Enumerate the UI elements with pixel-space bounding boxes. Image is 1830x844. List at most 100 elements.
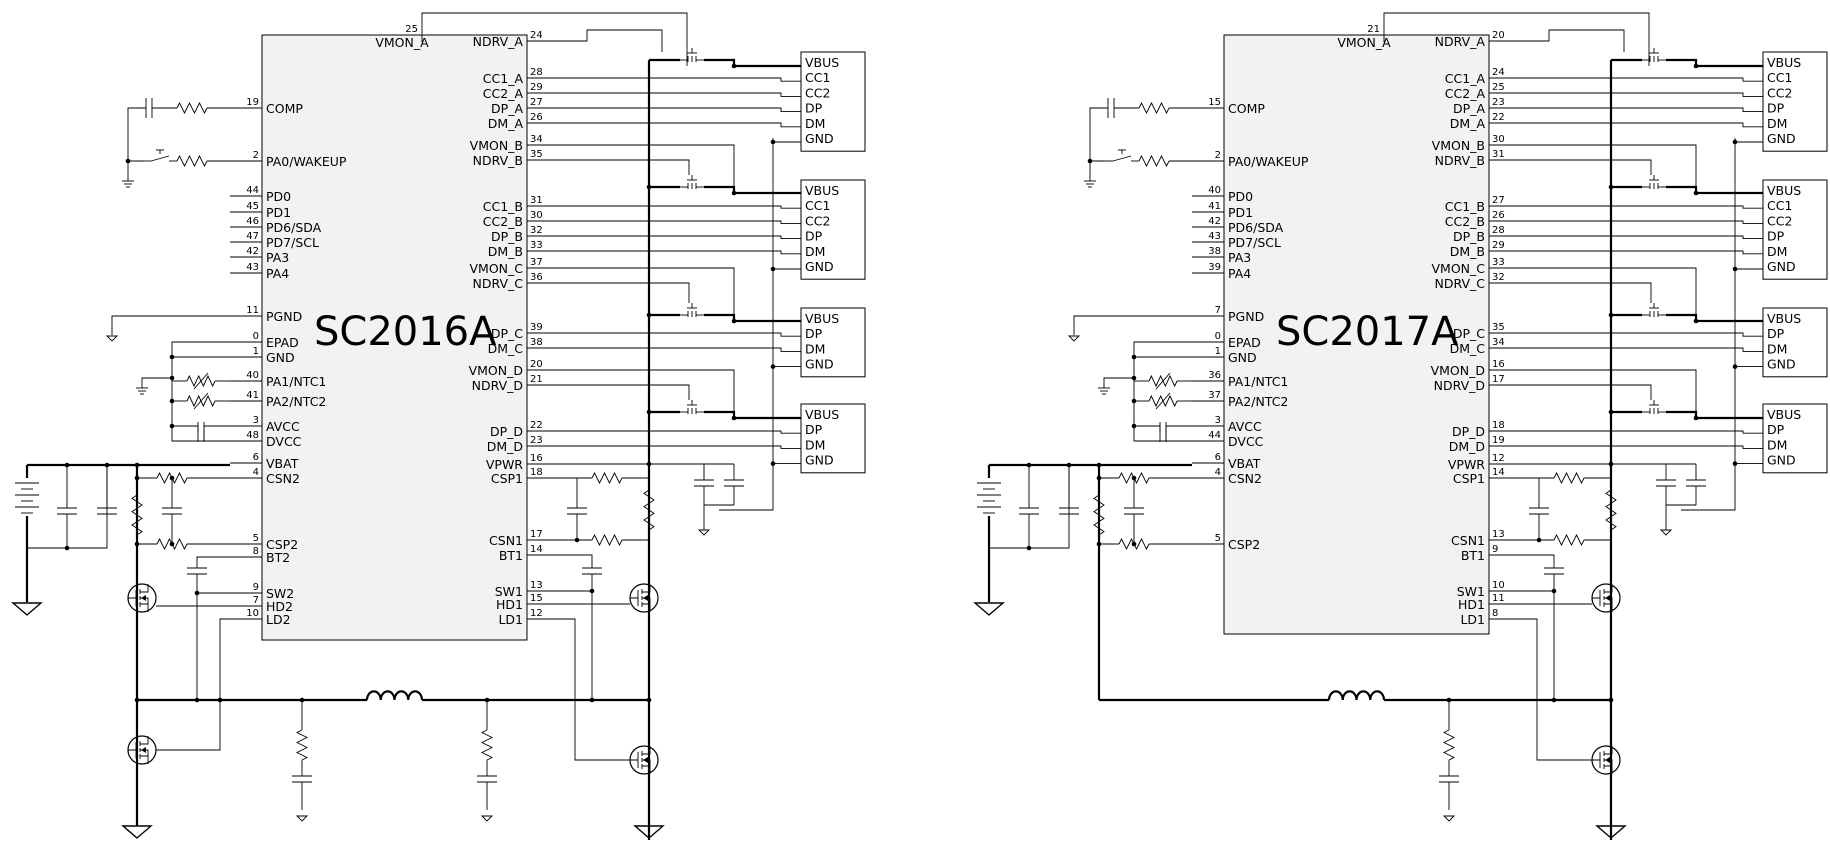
resistor-icon — [1605, 489, 1617, 531]
mosfet-drain — [642, 746, 651, 755]
junction-dot — [169, 354, 175, 360]
signal-net — [1521, 77, 1763, 82]
mosfet-gate — [128, 590, 137, 606]
junction-dot — [1131, 541, 1137, 547]
pin-label: CC1_A — [483, 71, 524, 86]
pin-label: EPAD — [266, 335, 299, 350]
pin-label: DM_C — [1450, 341, 1486, 356]
connector-pin-label: DP — [1767, 422, 1785, 437]
capacitor-icon — [1059, 507, 1079, 515]
connector-pin-label: DP — [805, 326, 823, 341]
pushbutton-icon — [143, 149, 177, 162]
pin-number: 15 — [1208, 97, 1221, 108]
mosfet-icon — [1591, 583, 1621, 613]
pin-label: VMON_D — [1431, 363, 1485, 378]
pin-number: 9 — [1492, 544, 1498, 555]
connector-box — [800, 51, 866, 152]
pin-number: 5 — [253, 533, 259, 544]
junction-dot — [134, 541, 140, 547]
vbus-net — [1666, 313, 1763, 323]
connector-pin-label: CC1 — [805, 198, 830, 213]
connector-box — [800, 403, 866, 474]
mosfet-drain — [642, 584, 651, 593]
pin-number: 20 — [530, 359, 543, 370]
pin-number: 12 — [1492, 453, 1505, 464]
pin-number: 39 — [1208, 262, 1221, 273]
pin-label: AVCC — [1228, 419, 1262, 434]
mosfet-icon — [127, 735, 157, 765]
vbus-net — [1666, 185, 1763, 195]
pgnd-net — [1073, 315, 1192, 335]
gnd-net — [1103, 377, 1134, 382]
ground-icon — [1595, 825, 1627, 839]
pin-number: 44 — [246, 185, 259, 196]
pin-number: 14 — [530, 544, 543, 555]
pin-label: EPAD — [1228, 335, 1261, 350]
junction-dot — [1536, 537, 1542, 543]
signal-net — [559, 347, 801, 352]
pin-number: 40 — [1208, 185, 1221, 196]
junction-dot — [1608, 409, 1614, 415]
pin-number: 19 — [1492, 435, 1505, 446]
junction-dot — [646, 409, 652, 415]
load-switch-icon — [1642, 303, 1666, 317]
pin-label: VPWR — [1448, 457, 1485, 472]
mosfet-drain — [140, 584, 149, 593]
connector-pin-label: GND — [805, 259, 834, 274]
pin-label: NDRV_A — [473, 34, 524, 49]
capacitor-icon — [1544, 567, 1564, 575]
pin-label: VPWR — [486, 457, 523, 472]
pin-number: 37 — [530, 257, 543, 268]
ndrv-net — [1521, 384, 1652, 400]
ld2-gate-net — [156, 700, 221, 751]
pin-label: DM_A — [1450, 116, 1486, 131]
pin-label: VMON_B — [1432, 138, 1485, 153]
pin-label: NDRV_A — [1435, 34, 1486, 49]
pin-number: 23 — [1492, 97, 1505, 108]
connector-pin-label: VBUS — [805, 311, 839, 326]
junction-dot — [1131, 354, 1137, 360]
ntc-arrow — [1155, 372, 1171, 390]
connector-pin-label: CC2 — [1767, 213, 1792, 228]
pin-label: PD0 — [1228, 189, 1253, 204]
junction-dot — [169, 423, 175, 429]
pin-number: 29 — [1492, 240, 1505, 251]
connector-pin-label: VBUS — [1767, 407, 1801, 422]
pin-number: 2 — [253, 150, 259, 161]
pin-label: CSP1 — [491, 471, 523, 486]
pin-number: 39 — [530, 322, 543, 333]
ground-icon — [633, 825, 665, 839]
junction-dot — [1551, 588, 1557, 594]
mosfet-gate — [630, 752, 639, 768]
connector-box — [1762, 179, 1828, 280]
pin-label: DP_A — [491, 101, 523, 116]
pin-label: DM_B — [1450, 244, 1485, 259]
pin-number: 18 — [1492, 420, 1505, 431]
pin-dm-b: 29 DM_B — [1450, 240, 1521, 259]
pin-number: 16 — [530, 453, 543, 464]
ground-icon — [480, 815, 494, 822]
vbus-net — [704, 185, 801, 195]
pin-label: DP_A — [1453, 101, 1485, 116]
gnd-net — [171, 341, 230, 442]
pin-label: CC1_A — [1445, 71, 1486, 86]
junction-dot — [169, 475, 175, 481]
